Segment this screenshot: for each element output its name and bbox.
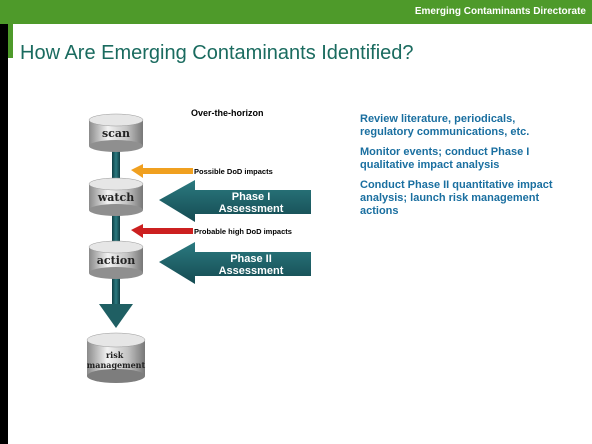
phase-1-banner: Phase I Assessment (159, 180, 311, 222)
stage-label-risk-line2: management (87, 360, 146, 370)
phase-2-line1: Phase II (230, 253, 272, 265)
step-watch-description: Monitor events; conduct Phase I qualitat… (360, 146, 530, 171)
stage-label-watch: watch (97, 191, 134, 204)
flow-arrowhead (99, 304, 133, 328)
possible-impacts-arrow (131, 164, 193, 178)
phase-1-line2: Assessment (219, 203, 284, 215)
left-border (0, 24, 8, 444)
possible-impacts-label: Possible DoD impacts (194, 167, 273, 176)
slide-title: How Are Emerging Contaminants Identified… (20, 42, 414, 64)
phase-2-line2: Assessment (219, 265, 284, 277)
process-diagram: scan watch action risk management (86, 108, 311, 383)
step-descriptions: Review literature, periodicals, regulato… (360, 113, 555, 225)
watch-stage: watch (88, 177, 144, 216)
over-the-horizon-label: Over-the-horizon (191, 108, 264, 118)
organization-label: Emerging Contaminants Directorate (414, 6, 586, 17)
scan-stage: scan (88, 113, 144, 152)
risk-management-stage: risk management (86, 332, 146, 383)
phase-1-line1: Phase I (232, 191, 271, 203)
stage-label-risk-line1: risk (106, 350, 124, 360)
stage-label-action: action (97, 254, 135, 267)
step-scan-description: Review literature, periodicals, regulato… (360, 113, 530, 138)
flow-shaft (112, 140, 120, 310)
left-accent (8, 24, 13, 58)
header-bar: Emerging Contaminants Directorate (0, 0, 592, 24)
probable-impacts-arrow (131, 224, 193, 238)
stage-label-scan: scan (102, 127, 130, 140)
stage-label-risk-management: risk management (87, 350, 146, 370)
action-stage: action (88, 240, 144, 279)
phase-2-banner: Phase II Assessment (159, 242, 311, 284)
step-action-description: Conduct Phase II quantitative impact ana… (360, 179, 553, 217)
probable-impacts-label: Probable high DoD impacts (194, 227, 292, 236)
